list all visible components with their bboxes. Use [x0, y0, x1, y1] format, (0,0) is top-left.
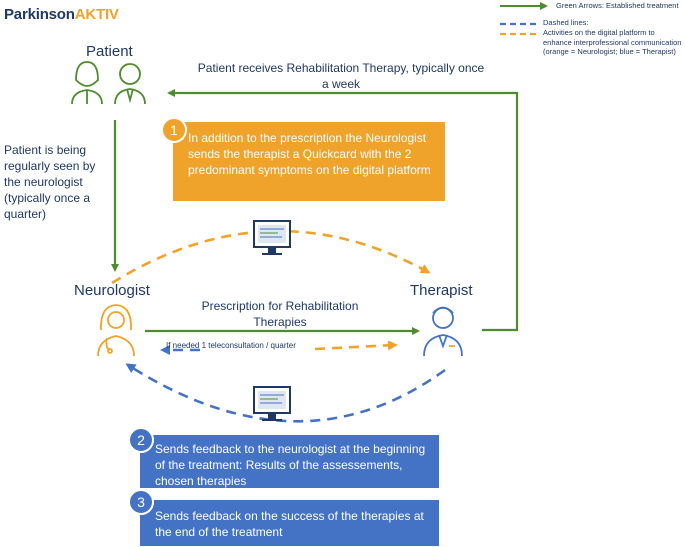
therapist-icon	[423, 306, 463, 357]
monitor-icon	[253, 386, 291, 421]
step-1-box: In addition to the prescription the Neur…	[173, 122, 445, 201]
patient-male-icon	[114, 63, 146, 105]
step-1-badge: 1	[161, 117, 187, 143]
prescription-label: Prescription for Rehabilitation Therapie…	[201, 299, 359, 329]
patient-female-icon	[71, 61, 103, 105]
brand-part1: Parkinson	[4, 6, 75, 23]
step-2-box: Sends feedback to the neurologist at the…	[140, 435, 439, 488]
arrow-therapist-to-patient	[167, 89, 519, 332]
legend-dashed-title: Dashed lines:	[543, 18, 589, 27]
top-arrow-label: Patient receives Rehabilitation Therapy,…	[197, 61, 485, 91]
monitor-icon	[253, 220, 291, 255]
step-3-text: Sends feedback on the success of the the…	[155, 509, 424, 539]
step-2-badge: 2	[128, 427, 154, 453]
brand-logo: ParkinsonAKTIV	[4, 6, 119, 23]
therapist-label: Therapist	[410, 282, 473, 299]
step-2-text: Sends feedback to the neurologist at the…	[155, 442, 426, 488]
neurologist-icon	[97, 304, 135, 357]
neurologist-label: Neurologist	[74, 282, 150, 299]
legend-dashed-text: Activities on the digital platform to en…	[543, 28, 682, 56]
patient-label: Patient	[86, 43, 133, 60]
teleconsult-label: If needed 1 teleconsultation / quarter	[166, 341, 296, 350]
brand-part2: AKTIV	[74, 6, 119, 23]
orange-teleconsult-arrow	[314, 340, 398, 351]
step-3-badge: 3	[128, 489, 154, 515]
legend-green-text: Green Arrows: Established treatment	[556, 1, 679, 10]
step-1-text: In addition to the prescription the Neur…	[188, 131, 431, 177]
step-3-box: Sends feedback on the success of the the…	[140, 500, 439, 546]
left-arrow-label: Patient is being regularly seen by the n…	[4, 143, 96, 221]
